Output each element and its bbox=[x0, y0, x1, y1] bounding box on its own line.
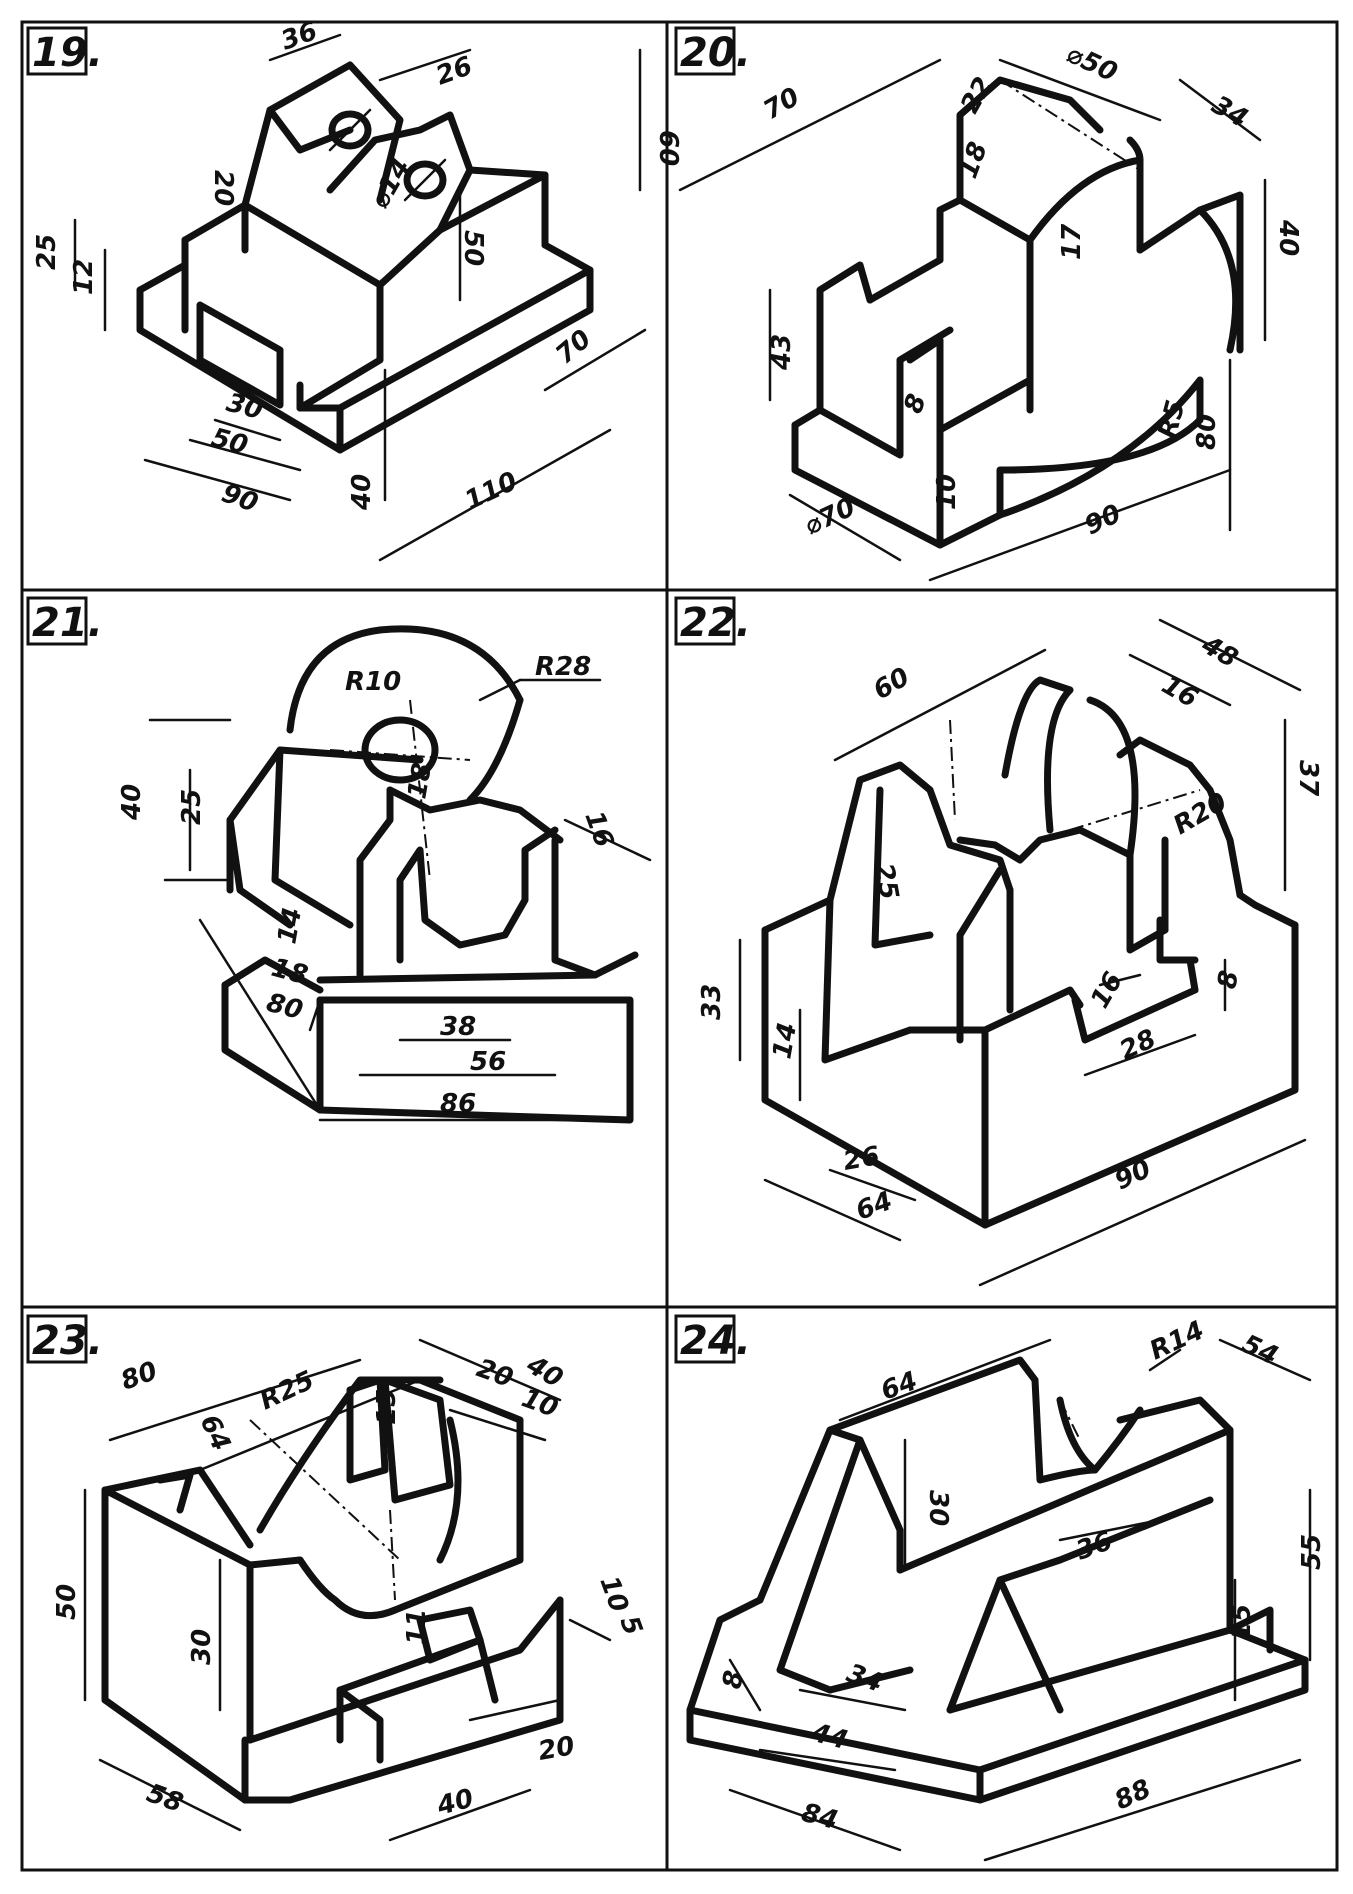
outer-frame bbox=[20, 20, 1339, 1872]
dim-22-height: 37 bbox=[1293, 760, 1323, 797]
dim-22-slot: 8 bbox=[1212, 968, 1245, 991]
panel-number-box bbox=[26, 26, 88, 76]
dim-22-base-height: 33 bbox=[697, 984, 727, 1020]
dim-24-step: 8 bbox=[717, 1668, 750, 1691]
dim-22-top-width: 48 bbox=[1196, 630, 1243, 675]
dim-23-slot: 20 bbox=[473, 1353, 517, 1394]
panel-number-box bbox=[674, 596, 736, 646]
part-23-drawing bbox=[83, 1338, 612, 1842]
panel-number-box bbox=[674, 26, 736, 76]
dim-22-length: 90 bbox=[1110, 1154, 1155, 1196]
dim-23-slot-height: 15 bbox=[372, 1389, 402, 1425]
panel-24: 24. bbox=[674, 1314, 1327, 1862]
dim-24-radius: R14 bbox=[1145, 1315, 1209, 1366]
panel-20: 20. 70 ⌀50 22 bbox=[674, 26, 1303, 582]
panel-number: 22. bbox=[680, 600, 751, 646]
part-20-drawing bbox=[678, 58, 1267, 582]
dim-19-base-height: 40 bbox=[347, 474, 377, 511]
part-19-drawing bbox=[73, 33, 647, 562]
dim-22-groove-width: 28 bbox=[1115, 1024, 1160, 1066]
dim-24-slot: 34 bbox=[843, 1658, 887, 1699]
dim-23-inner-length: 64 bbox=[194, 1410, 236, 1455]
dim-23-step-small: 5 bbox=[613, 1612, 647, 1639]
panel-22: 22. bbox=[674, 596, 1323, 1287]
dim-20-diameter-top: ⌀50 bbox=[1062, 39, 1122, 88]
dim-21-radius-small: R10 bbox=[345, 667, 401, 697]
dim-21-ledge: 14 bbox=[272, 905, 308, 946]
dim-20-slot: 8 bbox=[898, 390, 932, 417]
dim-24-wall-height: 30 bbox=[923, 1490, 953, 1526]
dim-19-length: 110 bbox=[460, 466, 522, 516]
dim-22-notch: 26 bbox=[841, 1141, 882, 1177]
dim-20-right-height: 40 bbox=[1273, 219, 1303, 256]
dim-24-rib-height: 15 bbox=[1227, 1604, 1257, 1640]
dim-22-slot-width: 16 bbox=[1157, 670, 1203, 714]
panel-number: 20. bbox=[680, 30, 751, 76]
dim-23-groove-depth: 20 bbox=[536, 1731, 577, 1767]
dim-22-top-length: 60 bbox=[869, 662, 915, 706]
dim-19-left-height: 25 bbox=[32, 234, 62, 270]
dim-24-height: 55 bbox=[1297, 1534, 1327, 1570]
dim-22-radius: R20 bbox=[1169, 787, 1233, 841]
part-22-drawing bbox=[738, 618, 1307, 1287]
dim-24-inner-width: 44 bbox=[807, 1718, 851, 1757]
dim-23-groove-width: 40 bbox=[433, 1783, 477, 1822]
dim-21-wall: 16 bbox=[578, 807, 619, 851]
dim-22-ledge-height: 14 bbox=[767, 1020, 803, 1061]
dim-19-slot-height: 20 bbox=[208, 170, 238, 206]
part-24-drawing bbox=[686, 1338, 1312, 1862]
panel-number-box bbox=[26, 1314, 88, 1364]
dim-21-depth: 80 bbox=[263, 988, 306, 1026]
dim-23-length: 80 bbox=[117, 1356, 161, 1397]
dim-24-length: 88 bbox=[1110, 1774, 1155, 1816]
panel-number-box bbox=[26, 596, 88, 646]
dim-19-left-step: 12 bbox=[69, 259, 99, 295]
panel-21: 21. bbox=[26, 596, 652, 1124]
dim-23-groove-height: 11 bbox=[402, 1609, 432, 1645]
dim-20-right-width: 34 bbox=[1207, 90, 1253, 134]
dim-23-height: 50 bbox=[52, 1584, 82, 1620]
dim-22-rib-height: 25 bbox=[868, 861, 904, 902]
panel-19: 19. bbox=[26, 16, 683, 562]
dim-19-top-depth: 26 bbox=[432, 51, 476, 92]
dim-21-radius-large: R28 bbox=[535, 652, 591, 682]
dim-23-inner-height: 30 bbox=[187, 1629, 217, 1665]
dim-21-inner-width: 38 bbox=[440, 1012, 476, 1042]
dim-20-total-height: 80 bbox=[1192, 414, 1222, 450]
dim-23-radius: R25 bbox=[255, 1365, 319, 1416]
dim-20-left-height: 43 bbox=[767, 334, 797, 371]
dim-21-height: 40 bbox=[117, 784, 147, 821]
dim-20-step-height: 17 bbox=[1057, 223, 1087, 260]
panel-number: 19. bbox=[32, 30, 103, 76]
panel-23: 23. bbox=[26, 1314, 648, 1842]
dim-24-width: 84 bbox=[798, 1798, 841, 1836]
panel-number-box bbox=[674, 1314, 736, 1364]
dim-19-width: 90 bbox=[218, 478, 262, 519]
dim-19-height-total: 60 bbox=[653, 130, 683, 166]
dim-20-length: 70 bbox=[759, 82, 805, 126]
dim-21-width: 86 bbox=[440, 1089, 476, 1119]
dim-23-step: 10 bbox=[593, 1572, 634, 1616]
dim-20-width: 90 bbox=[1080, 499, 1125, 541]
dim-21-height-inner: 25 bbox=[177, 789, 207, 825]
dim-24-rib-width: 36 bbox=[1072, 1526, 1116, 1567]
dim-20-base-height: 10 bbox=[932, 474, 962, 510]
dim-22-groove: 16 bbox=[1085, 967, 1129, 1013]
dim-21-mid-width: 56 bbox=[470, 1047, 506, 1077]
part-21-drawing bbox=[148, 625, 652, 1124]
panel-number: 23. bbox=[32, 1318, 103, 1364]
dim-21-slot-height: 18 bbox=[402, 760, 438, 801]
dim-21-step: 18 bbox=[268, 953, 311, 991]
panel-number: 24. bbox=[680, 1318, 751, 1364]
panel-number: 21. bbox=[32, 600, 103, 646]
dim-19-hole-height: 50 bbox=[458, 230, 488, 266]
